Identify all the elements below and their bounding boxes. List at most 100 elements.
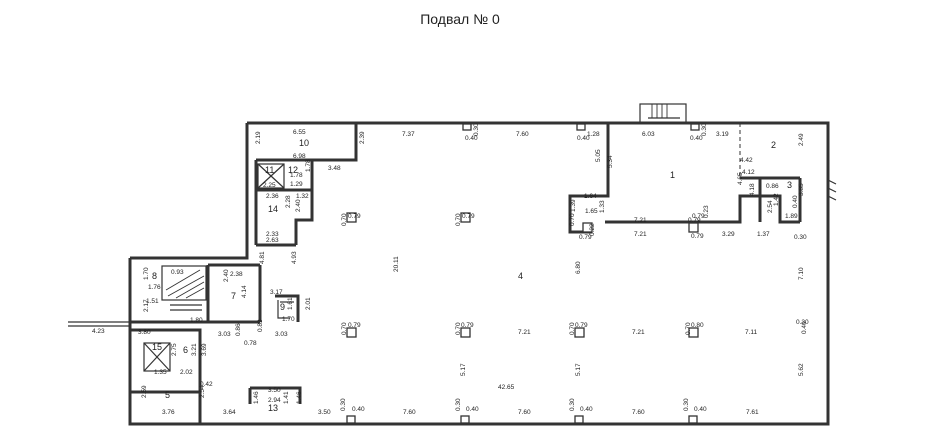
dimension-label: 0.30 <box>796 319 809 326</box>
dimension-label: 2.17 <box>143 299 150 312</box>
dimension-label: 6.55 <box>293 129 306 136</box>
dimension-label: 2.75 <box>171 343 178 356</box>
dimension-label: 3.50 <box>318 409 331 416</box>
dimension-label: 1.51 <box>146 298 159 305</box>
dimension-label: 1.28 <box>587 131 600 138</box>
elevator-shaft-11 <box>257 163 285 189</box>
dimension-label: 1.33 <box>599 200 606 213</box>
dimension-label: 2.54 <box>199 385 206 398</box>
dimension-label: 4.12 <box>742 169 755 176</box>
dimension-label: 5.17 <box>460 363 467 376</box>
dimension-label: 1.46 <box>253 391 260 404</box>
dimension-label: 1.78 <box>290 172 303 179</box>
dimension-label: 0.86 <box>766 183 779 190</box>
dimension-label: 0.40 <box>580 406 593 413</box>
dimension-label: 0.30 <box>340 398 347 411</box>
dimension-label: 0.22 <box>589 223 596 236</box>
plan-title: Подвал № 0 <box>420 11 500 27</box>
dimension-label: 5.05 <box>595 149 602 162</box>
dimension-label: 2.54 <box>767 200 774 213</box>
dimension-label: 1.76 <box>148 284 161 291</box>
dimension-label: 0.40 <box>352 406 365 413</box>
dimension-label: 7.61 <box>746 409 759 416</box>
dimension-label: 0.30 <box>569 398 576 411</box>
dimension-label: 2.02 <box>180 369 193 376</box>
dimension-label: 7.21 <box>632 329 645 336</box>
dimension-label: 1.42 <box>773 193 780 206</box>
dimension-label: 1.80 <box>190 317 203 324</box>
stair-room-9 <box>277 300 294 319</box>
dimension-label: 0.30 <box>794 234 807 241</box>
dimension-label: 5.34 <box>607 155 614 168</box>
dimension-label: 7.11 <box>745 329 758 336</box>
dimension-label: 0.79 <box>461 322 474 329</box>
room-label-6: 6 <box>183 345 188 355</box>
dimension-label: 1.64 <box>584 193 597 200</box>
inner-walls <box>130 123 802 424</box>
room-label-4: 4 <box>518 271 523 281</box>
dimension-label: 7.10 <box>798 267 805 280</box>
dimension-label: 7.60 <box>403 409 416 416</box>
dimension-label: 0.79 <box>575 322 588 329</box>
dimension-label: 42.65 <box>498 384 515 391</box>
dimension-label: 3.03 <box>275 331 288 338</box>
dimension-label: 1.70 <box>282 316 295 323</box>
dimension-label: 2.01 <box>305 297 312 310</box>
dimension-label: 0.70 <box>455 213 462 226</box>
dimension-label: 4.18 <box>749 183 756 196</box>
dimension-label: 0.79 <box>579 234 592 241</box>
dimension-label: 3.76 <box>162 409 175 416</box>
dimension-label: 0.70 <box>685 322 692 335</box>
dimension-label: 0.40 <box>465 135 478 142</box>
dimension-label: 0.79 <box>462 213 475 220</box>
dimension-label: 2.63 <box>266 237 279 244</box>
dimension-label: 1.29 <box>290 181 303 188</box>
dimension-label: 2.40 <box>223 269 230 282</box>
room-label-14: 14 <box>268 204 278 214</box>
entrance-stair-top <box>639 103 687 124</box>
dimension-label: 0.40 <box>466 406 479 413</box>
dimension-label: 0.40 <box>792 195 799 208</box>
dimension-label: 4.23 <box>92 328 105 335</box>
dimension-label: 7.21 <box>518 329 531 336</box>
dimension-label: 0.93 <box>171 269 184 276</box>
dimension-label: 0.70 <box>341 322 348 335</box>
room-label-9: 9 <box>280 302 285 312</box>
dimension-label: 0.79 <box>691 233 704 240</box>
dimension-label: 0.30 <box>683 398 690 411</box>
dimension-label: 0.78 <box>244 340 257 347</box>
dimension-label: 2.39 <box>359 131 366 144</box>
outer-walls <box>68 121 837 426</box>
elevator-shaft-15 <box>143 342 171 372</box>
room-label-2: 2 <box>771 140 776 150</box>
dimension-label: 1.61 <box>287 297 294 310</box>
dimension-label: 3.48 <box>328 165 341 172</box>
dimension-label: 2.33 <box>266 231 279 238</box>
room-label-5: 5 <box>165 390 170 400</box>
dimension-label: 2.19 <box>255 131 262 144</box>
dimension-label: 0.70 <box>455 322 462 335</box>
room-label-8: 8 <box>152 271 157 281</box>
dimension-label: 6.98 <box>293 153 306 160</box>
dimension-label: 0.40 <box>694 406 707 413</box>
dimension-label: 3.80 <box>138 329 151 336</box>
dimension-label: 7.37 <box>402 131 415 138</box>
dimension-label: 0.83 <box>257 319 264 332</box>
room-label-15: 15 <box>152 342 162 352</box>
room-label-13: 13 <box>268 403 278 413</box>
dimension-label: 1.37 <box>757 231 770 238</box>
dimension-label: 0.40 <box>577 135 590 142</box>
dimension-label: 0.42 <box>200 381 213 388</box>
dimension-label: 5.17 <box>575 363 582 376</box>
dimension-label: 0.23 <box>703 205 710 218</box>
dimension-label: 0.79 <box>348 322 361 329</box>
dimension-label: 0.40 <box>801 321 808 334</box>
dimension-label: 0.80 <box>691 322 704 329</box>
dimension-label: 4.93 <box>291 251 298 264</box>
dimension-label: 2.49 <box>798 133 805 146</box>
room-labels: 1 2 3 4 5 6 7 8 9 10 11 12 13 14 15 <box>152 138 792 413</box>
dimension-label: 2.28 <box>285 195 292 208</box>
dimension-label: 4.42 <box>740 157 753 164</box>
columns <box>346 123 700 424</box>
